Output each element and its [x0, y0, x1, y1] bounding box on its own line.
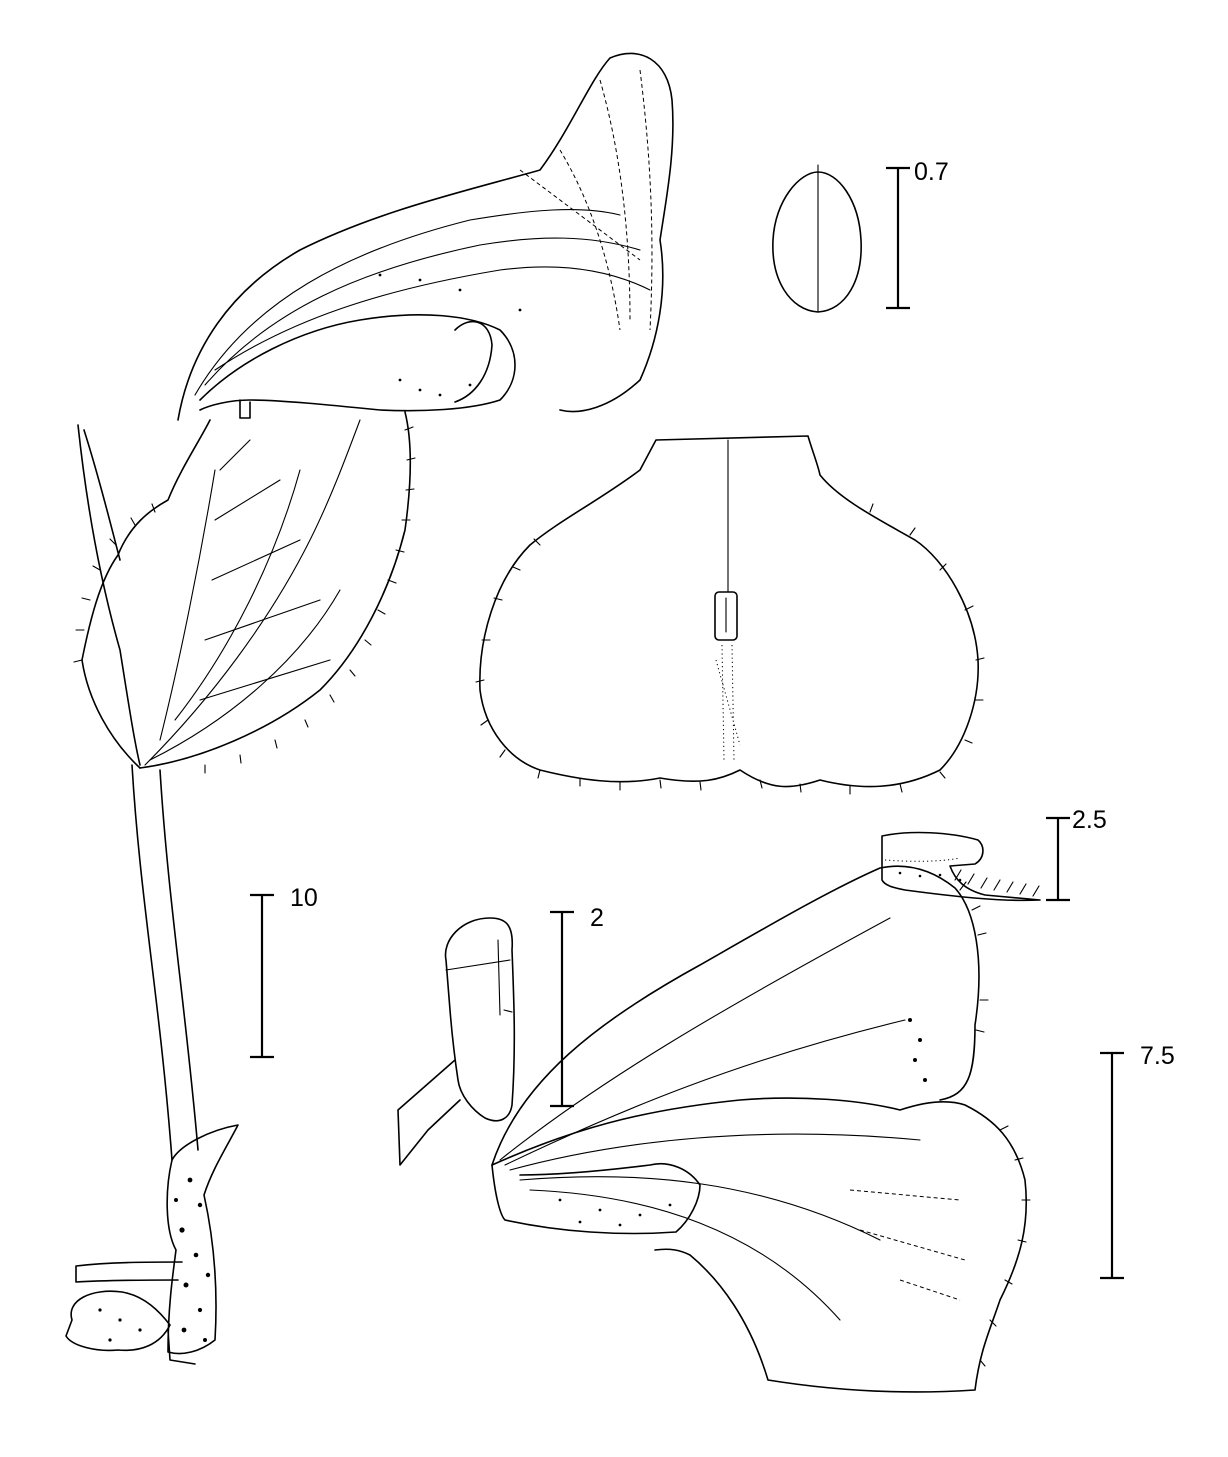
column-detail [497, 939, 513, 1016]
spur-tip [239, 399, 251, 419]
spread-lip-figure [475, 435, 985, 795]
basal-sheath [166, 1124, 239, 1355]
lip-outline [479, 435, 979, 788]
lip-papillae-strip [715, 644, 741, 761]
stippling-detail [558, 871, 962, 1227]
scale-label-column-tip: 2.5 [1072, 806, 1107, 834]
column-tip-outline [881, 831, 1041, 902]
lateral-dashed [849, 1189, 966, 1301]
leaf-vein-3 [174, 469, 301, 721]
lateral-vein-1 [499, 917, 891, 1161]
scale-bar-seed [886, 166, 910, 310]
scale-label-habit: 10 [290, 884, 318, 912]
scale-label-seed: 0.7 [914, 158, 949, 186]
scale-bar-habit [250, 893, 274, 1059]
galea-vein-1 [194, 208, 621, 396]
spur-outline-2 [491, 1163, 701, 1235]
leaf-left-margin [81, 419, 211, 769]
leaf-midrib [144, 419, 361, 766]
galea-outline-2 [491, 865, 980, 1166]
scale-bar-column-tip [1046, 816, 1070, 902]
scale-label-flower: 7.5 [1140, 1042, 1175, 1070]
callus [714, 591, 738, 641]
column-tip-dots [884, 857, 961, 862]
column-outline [444, 917, 516, 1122]
plant-habit [65, 411, 416, 1365]
stem-left-edge [131, 764, 173, 1161]
column-tip-hairs [954, 869, 1040, 897]
scale-label-column: 2 [590, 904, 604, 932]
column-figure [397, 917, 516, 1166]
lateral-flower-figure [491, 865, 1031, 1393]
stem-right-edge [159, 769, 199, 1151]
bract-right-edge [83, 429, 121, 561]
leaf-vein-2 [159, 469, 216, 741]
scale-bar-column [550, 910, 574, 1108]
scale-bar-flower [1100, 1051, 1124, 1280]
galea-vein-2 [204, 237, 641, 386]
lateral-vein-4 [519, 1176, 881, 1241]
seed-figure [772, 164, 862, 313]
column-anther-line [445, 959, 511, 971]
ovary-stub [397, 1059, 461, 1166]
leaf-right-margin [139, 411, 412, 769]
leaf-cross-veins [199, 439, 331, 701]
bract-left-edge [77, 424, 141, 766]
tuber [65, 1290, 171, 1352]
lateral-vein-5 [529, 1189, 841, 1321]
lateral-vein-3 [509, 1133, 921, 1171]
root-stub [167, 1329, 196, 1365]
galea-dashed-veins [519, 69, 653, 331]
lip-lobe [454, 320, 493, 403]
leaf-serrations [204, 426, 416, 774]
rhizome-branch [75, 1261, 183, 1283]
galea-outline [177, 52, 674, 421]
lip-outline [199, 314, 516, 412]
lip-outline-2 [491, 1097, 1028, 1393]
flower-on-plant [177, 52, 674, 421]
lateral-fringe [959, 881, 1031, 1367]
leaf-serrations-left [73, 503, 156, 663]
column-tip-figure [881, 831, 1041, 902]
seed-outline [772, 171, 862, 313]
lip-fringe [475, 503, 985, 795]
stippling-plant [98, 273, 522, 1342]
lateral-vein-2 [504, 1019, 906, 1166]
leaf-vein-1 [149, 589, 341, 761]
galea-vein-3 [214, 266, 651, 371]
